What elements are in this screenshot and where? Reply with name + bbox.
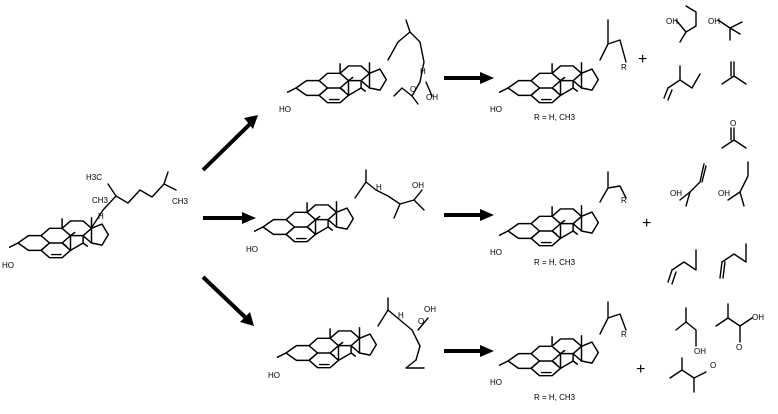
r-label-prod3: R	[621, 330, 627, 339]
arrow-to-bottom-pathway	[201, 275, 254, 326]
h3c-label: H3C	[86, 173, 102, 182]
ho-label-prod1: HO	[490, 105, 502, 114]
oh-label-bp11: OH	[752, 313, 764, 322]
ho-label-int1: HO	[279, 105, 291, 114]
r-definition-3: R = H, CH3	[534, 393, 576, 402]
h-label-int2: H	[376, 183, 382, 192]
oh-label-bp7: OH	[718, 189, 730, 198]
h-label-int3: H	[398, 311, 404, 320]
o-label-int3: O	[418, 317, 424, 326]
ch3-label-start-tail: CH3	[172, 197, 189, 206]
byproducts-row3: OH OH O O	[669, 303, 764, 393]
oh-label-bp1: OH	[666, 17, 678, 26]
r-definition-1: R = H, CH3	[534, 113, 576, 122]
r-definition-2: R = H, CH3	[534, 258, 576, 267]
hydroperoxide-intermediate-2: HO H OH	[246, 169, 425, 254]
ho-label-int2: HO	[246, 245, 258, 254]
hydroperoxide-intermediate-3: HO H O OH	[268, 297, 436, 380]
byproducts-row2: OH OH	[667, 161, 749, 285]
r-label-prod1: R	[621, 63, 627, 72]
cholesterol-structure: HO H3C CH3 H CH3	[2, 171, 189, 270]
ho-label-int3: HO	[268, 371, 280, 380]
plus-sign-3: +	[636, 361, 645, 378]
byproducts-row1: OH OH O	[663, 5, 747, 149]
r-label-prod2: R	[621, 196, 627, 205]
arrow-to-middle-pathway	[203, 212, 256, 224]
o-label-bp11: O	[736, 343, 742, 352]
plus-sign-1: +	[638, 51, 647, 68]
product-row1: HO R R = H, CH3	[490, 19, 627, 122]
ho-label-prod3: HO	[490, 378, 502, 387]
plus-sign-2: +	[642, 215, 651, 232]
product-row3: HO R R = H, CH3	[490, 301, 627, 402]
arrow-to-top-pathway	[201, 115, 258, 172]
hydroperoxide-intermediate-1: HO H O OH	[279, 19, 438, 114]
ch3-label-start: CH3	[92, 196, 109, 205]
oh-label-bp2: OH	[708, 17, 720, 26]
h-label-int1: H	[420, 67, 426, 76]
o-label-bp12: O	[710, 361, 716, 370]
oh-label-int2: OH	[412, 181, 424, 190]
h-label-start: H	[98, 212, 104, 221]
oh-label-int1: OH	[426, 93, 438, 102]
ho-label-prod2: HO	[490, 248, 502, 257]
oh-label-int3: OH	[424, 305, 436, 314]
product-row2: HO R R = H, CH3	[490, 171, 627, 267]
oh-label-bp6: OH	[670, 189, 682, 198]
arrow-row3	[442, 343, 496, 359]
o-label-int1: O	[410, 85, 416, 94]
arrow-row2	[442, 207, 496, 223]
arrow-row1	[442, 70, 496, 86]
o-label-bp5: O	[730, 119, 736, 128]
ho-label: HO	[2, 261, 14, 270]
oh-label-bp10: OH	[694, 347, 706, 356]
